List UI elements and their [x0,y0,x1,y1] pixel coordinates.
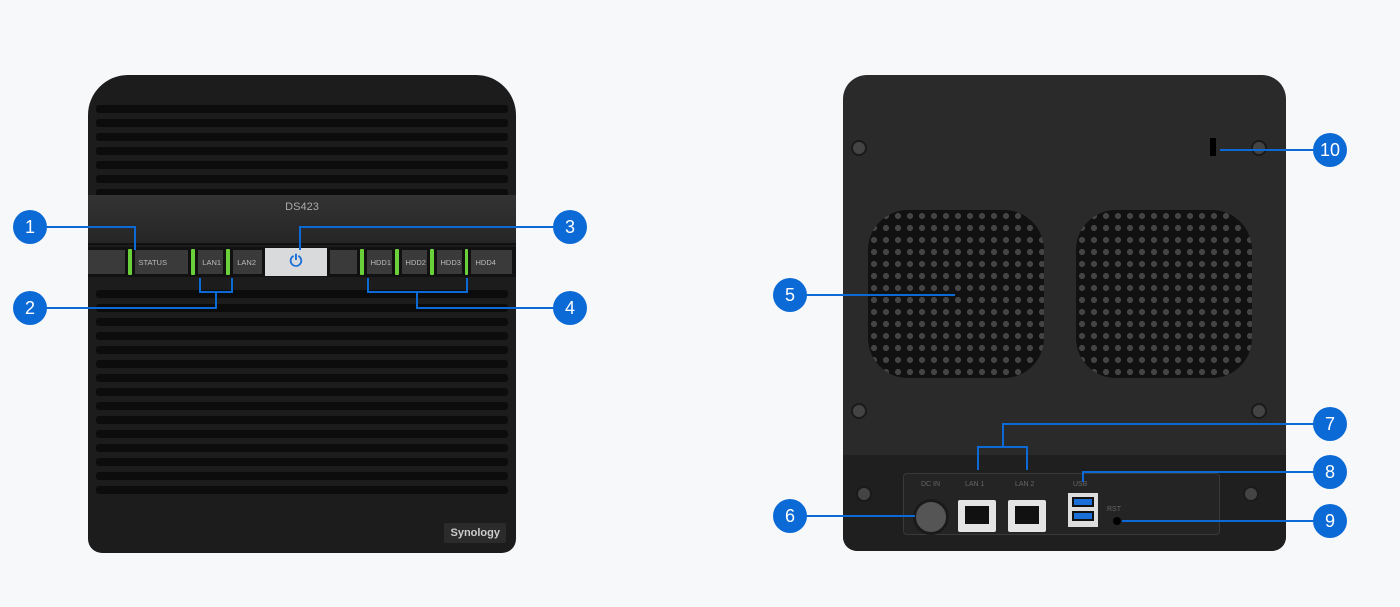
nas-back-view: DC IN LAN 1 LAN 2 USB RST [843,75,1286,551]
screw [851,140,867,156]
lan1-led [191,249,196,275]
usb-label: USB [1073,481,1088,488]
hdd3-led [429,249,434,275]
hdd1-label: HDD1 [366,250,392,274]
lan2-port-label: LAN 2 [1015,481,1035,488]
grille-slat [96,175,508,183]
hdd2-label: HDD2 [401,250,427,274]
callout-4: 4 [553,291,587,325]
screw [1251,403,1267,419]
reset-button[interactable] [1113,517,1121,525]
grille-slat [96,444,508,452]
hdd3-label: HDD3 [436,250,462,274]
grille-slat [96,374,508,382]
lan1-label: LAN1 [198,250,224,274]
grille-slat [96,318,508,326]
indicator-strip: STATUS LAN1 LAN2 ⏻ HDD1 HDD2 HDD3 HDD4 [88,247,516,277]
fan-right [1076,210,1252,378]
grille-slat [96,304,508,312]
grille-slat [96,430,508,438]
callout-8: 8 [1313,455,1347,489]
lan1-port [958,500,996,532]
status-led [127,249,132,275]
lan1-port-label: LAN 1 [965,481,985,488]
screw [851,403,867,419]
grille-slat [96,189,508,197]
callout-2: 2 [13,291,47,325]
callout-9: 9 [1313,504,1347,538]
callout-3: 3 [553,210,587,244]
dc-in-label: DC IN [921,481,941,488]
callout-5: 5 [773,278,807,312]
grille-slat [96,402,508,410]
grille-slat [96,472,508,480]
grille-slat [96,119,508,127]
screw [856,486,872,502]
screw [1251,140,1267,156]
io-panel [903,473,1220,535]
blank-segment [329,250,357,274]
grille-slat [96,416,508,424]
blank-segment [88,250,125,274]
status-label: STATUS [134,250,189,274]
grille-slat [96,105,508,113]
lan2-label: LAN2 [233,250,263,274]
hdd4-led [464,249,469,275]
callout-7: 7 [1313,407,1347,441]
synology-logo: Synology [444,523,506,543]
usb-ports [1068,493,1098,527]
kensington-slot [1210,138,1216,156]
callout-6: 6 [773,499,807,533]
nas-front-view: DS423 STATUS LAN1 LAN2 ⏻ HDD1 HDD2 HDD3 … [88,75,516,553]
callout-1: 1 [13,210,47,244]
hdd2-led [394,249,399,275]
grille-slat [96,290,508,298]
grille-slat [96,147,508,155]
power-icon: ⏻ [289,253,303,270]
front-panel-band [88,195,516,245]
hdd1-led [359,249,364,275]
lan2-led [226,249,231,275]
power-button[interactable]: ⏻ [265,248,327,276]
dc-in-port [913,499,949,535]
rst-label: RST [1107,506,1121,513]
model-label: DS423 [285,201,319,213]
grille-slat [96,133,508,141]
fan-left [868,210,1044,378]
grille-slat [96,486,508,494]
grille-slat [96,161,508,169]
callout-10: 10 [1313,133,1347,167]
grille-slat [96,332,508,340]
grille-slat [96,388,508,396]
grille-slat [96,458,508,466]
grille-slat [96,346,508,354]
hdd4-label: HDD4 [471,250,512,274]
screw [1243,486,1259,502]
lan2-port [1008,500,1046,532]
grille-slat [96,360,508,368]
